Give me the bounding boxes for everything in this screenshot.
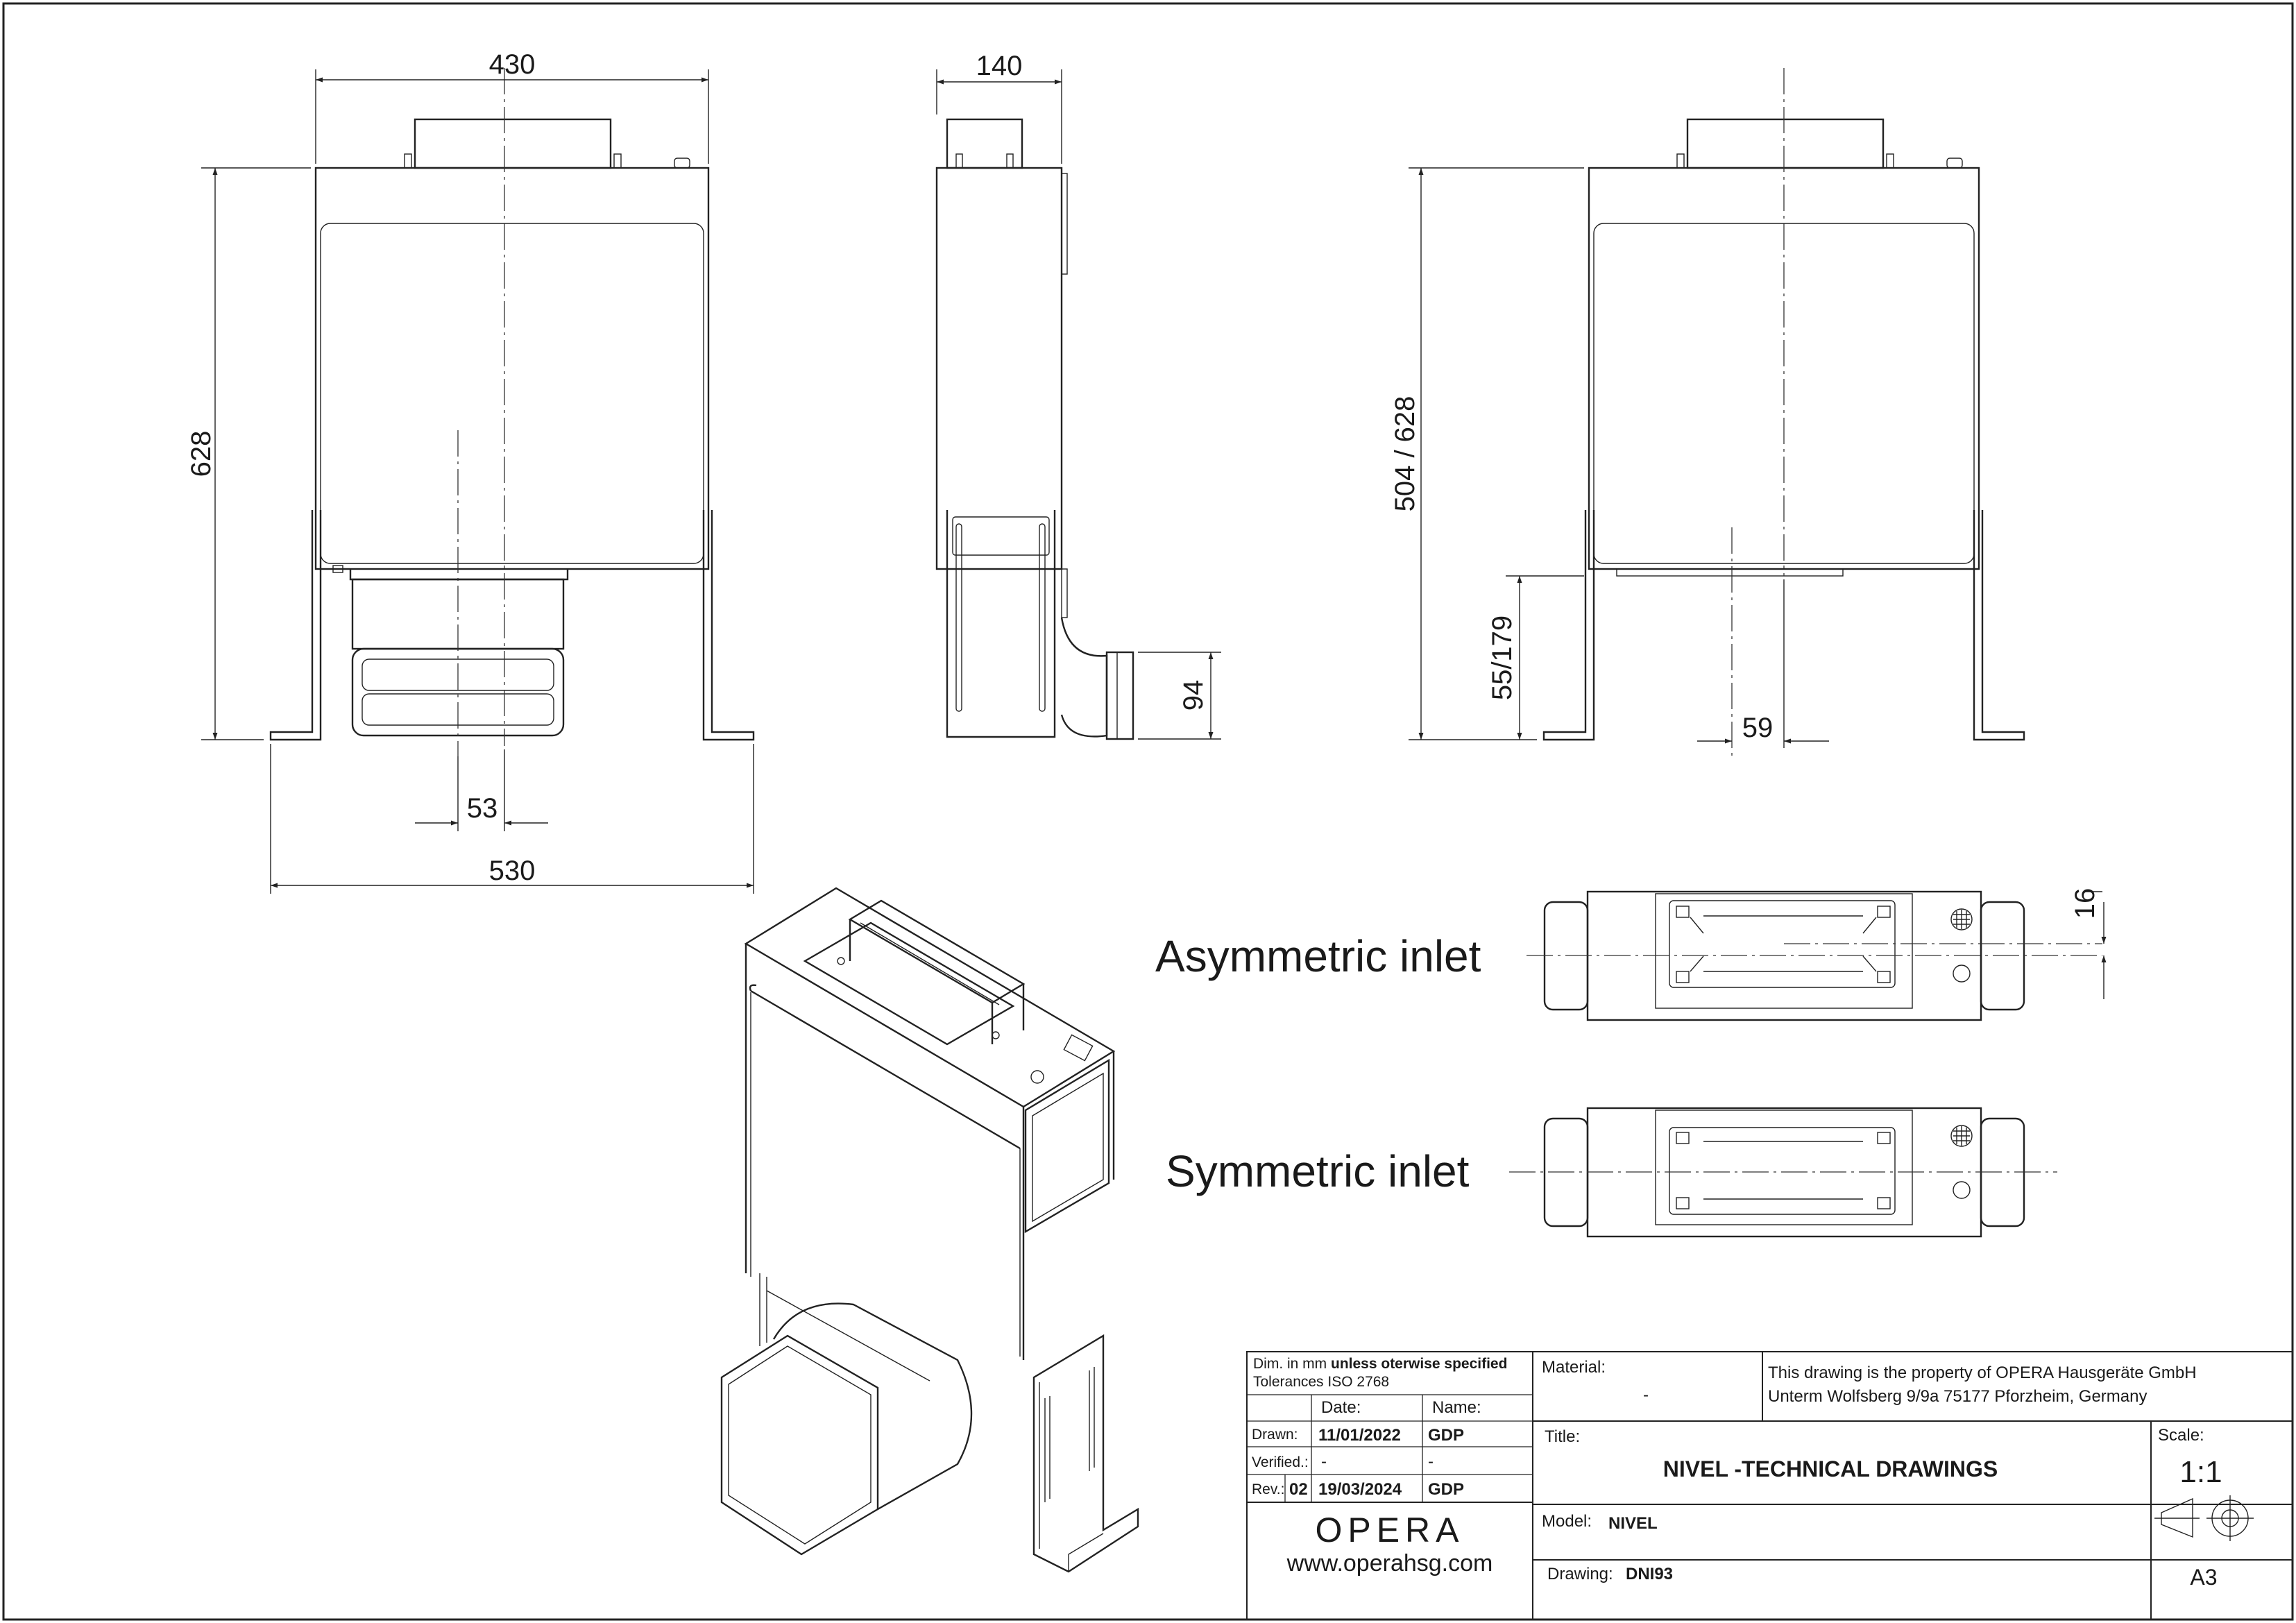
name-header: Name: xyxy=(1432,1398,1481,1417)
projection-symbol-icon xyxy=(2154,1495,2254,1541)
rev-name: GDP xyxy=(1428,1480,1464,1499)
opera-logo: OPERA xyxy=(1315,1511,1464,1549)
title-value: NIVEL -TECHNICAL DRAWINGS xyxy=(1663,1456,1998,1481)
top-view-symmetric xyxy=(1509,1107,2057,1238)
top-view-asymmetric xyxy=(1527,890,2102,1021)
dim-rear-inlet-height: 55/179 xyxy=(1487,615,1517,700)
website: www.operahsg.com xyxy=(1286,1550,1493,1577)
date-header: Date: xyxy=(1321,1398,1361,1417)
sheet-size: A3 xyxy=(2190,1565,2217,1590)
drawn-name: GDP xyxy=(1428,1426,1464,1445)
drawn-label: Drawn: xyxy=(1252,1427,1298,1443)
scale-label: Scale: xyxy=(2158,1426,2204,1445)
dim-side-outlet: 94 xyxy=(1178,680,1209,711)
dim-foot-width: 530 xyxy=(489,856,536,886)
dim-front-width: 430 xyxy=(489,49,536,80)
dim-rear-offset: 59 xyxy=(1742,713,1774,743)
drawn-date: 11/01/2022 xyxy=(1318,1426,1401,1445)
verified-date: - xyxy=(1321,1452,1327,1471)
model-label: Model: xyxy=(1542,1512,1592,1531)
asym-dimension: 16 xyxy=(2070,888,2107,999)
rev-date: 19/03/2024 xyxy=(1318,1480,1402,1499)
rev-number: 02 xyxy=(1289,1480,1308,1499)
isometric-view xyxy=(720,887,1139,1573)
rev-label: Rev.: xyxy=(1252,1481,1284,1497)
label-symmetric-inlet: Symmetric inlet xyxy=(1166,1146,1470,1196)
side-view-dimensions: 140 94 xyxy=(936,51,1221,740)
tolerances: Tolerances ISO 2768 xyxy=(1253,1374,1389,1390)
material-label: Material: xyxy=(1542,1358,1606,1377)
dim-note: Dim. in mm xyxy=(1253,1356,1331,1372)
property-line-2: Unterm Wolfsberg 9/9a 75177 Pforzheim, G… xyxy=(1768,1387,2147,1406)
dim-asym-offset: 16 xyxy=(2070,888,2100,919)
rear-view-dimensions: 504 / 628 55/179 59 xyxy=(1390,167,1829,748)
front-view xyxy=(269,68,755,756)
side-view xyxy=(935,118,1134,740)
label-asymmetric-inlet: Asymmetric inlet xyxy=(1155,931,1481,981)
dim-note-emphasis: unless oterwise specified xyxy=(1331,1356,1507,1372)
verified-name: - xyxy=(1428,1452,1434,1471)
title-label: Title: xyxy=(1545,1427,1580,1446)
dim-rear-height: 504 / 628 xyxy=(1390,396,1420,512)
dim-front-height: 628 xyxy=(186,431,216,477)
drawing-value: DNI93 xyxy=(1626,1565,1673,1583)
title-block xyxy=(1246,1351,2293,1620)
drawing-label: Drawing: xyxy=(1547,1565,1613,1583)
dim-side-depth: 140 xyxy=(976,51,1023,81)
scale-value: 1:1 xyxy=(2179,1455,2222,1489)
front-view-dimensions: 430 628 53 530 xyxy=(186,49,754,894)
model-value: NIVEL xyxy=(1608,1514,1658,1533)
rear-view xyxy=(1542,68,2025,756)
verified-label: Verified.: xyxy=(1252,1454,1309,1470)
svg-text:Dim. in mm unless oterwise spe: Dim. in mm unless oterwise specified xyxy=(1253,1356,1507,1372)
property-line-1: This drawing is the property of OPERA Ha… xyxy=(1768,1363,2197,1382)
material-value: - xyxy=(1643,1386,1649,1404)
dim-outlet-offset: 53 xyxy=(467,793,498,824)
